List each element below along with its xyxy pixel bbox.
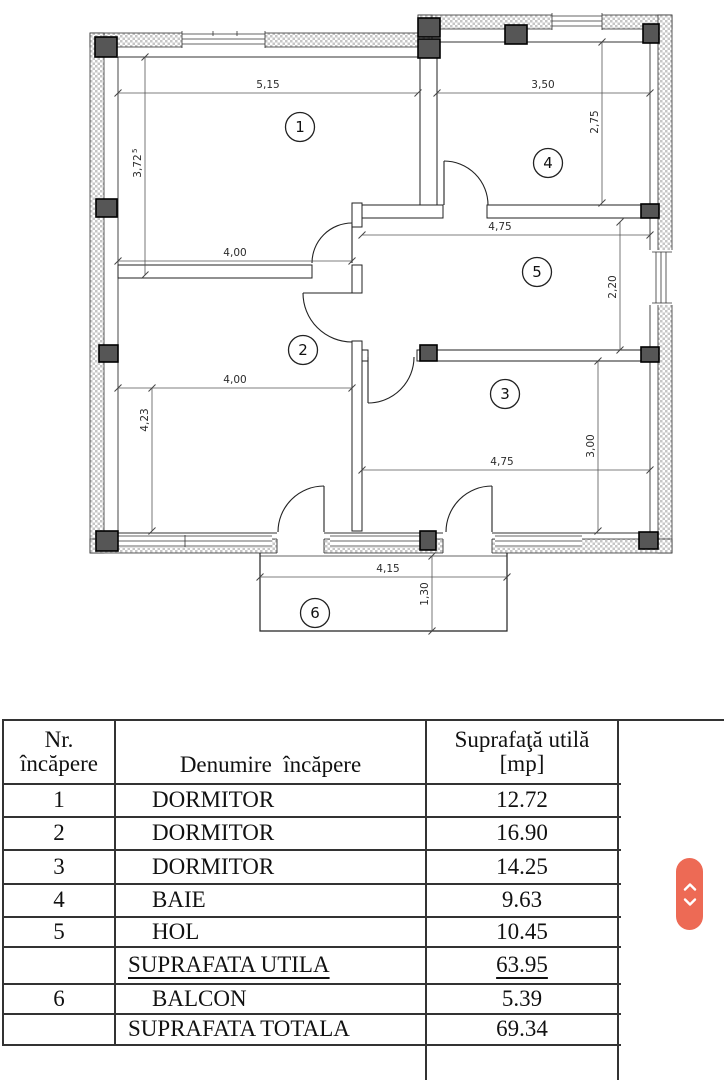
room-label-6: 6 <box>299 597 331 629</box>
table-column-line <box>617 1046 619 1080</box>
window-right-wall <box>652 250 673 305</box>
room-area: 10.45 <box>427 918 619 946</box>
structural-columns <box>94 17 660 552</box>
dim-room3-height: 3,00 <box>585 434 597 457</box>
room-area: 63.95 <box>427 948 619 983</box>
room-name: SUPRAFATA TOTALA <box>116 1015 427 1044</box>
room-label-3: 3 <box>489 378 521 410</box>
room-name: DORMITOR <box>116 851 427 883</box>
room-nr: 5 <box>4 918 116 946</box>
dim-room3-width: 4,75 <box>490 456 513 468</box>
room-nr: 3 <box>4 851 116 883</box>
table-column-line <box>425 1046 427 1080</box>
room-area: 12.72 <box>427 785 619 816</box>
room-label-5: 5 <box>521 256 553 288</box>
dim-room2-height: 4,23 <box>139 408 151 431</box>
header-suprafata: Suprafaţă utilă [mp] <box>427 721 619 783</box>
room-area: 9.63 <box>427 885 619 916</box>
chevron-down-icon[interactable] <box>682 897 698 907</box>
room-nr: 6 <box>4 985 116 1013</box>
svg-text:2: 2 <box>298 341 308 359</box>
dimensions: 5,15 3,72 5 4,00 4,00 4,23 3,50 <box>114 38 654 635</box>
table-row-suprafata-totala: SUPRAFATA TOTALA 69.34 <box>4 1015 621 1046</box>
wall-face-lines <box>117 41 651 534</box>
dim-room1-inner: 4,00 <box>223 247 246 259</box>
table-row: 2 DORMITOR 16.90 <box>4 818 621 851</box>
room-name: BAIE <box>116 885 427 916</box>
window-top-right <box>551 13 603 30</box>
dim-room5-height: 2,20 <box>607 275 619 298</box>
svg-text:3: 3 <box>500 385 510 403</box>
floor-plan: 5,15 3,72 5 4,00 4,00 4,23 3,50 <box>89 13 673 635</box>
room-name: DORMITOR <box>116 785 427 816</box>
room-nr: 1 <box>4 785 116 816</box>
table-row: 4 BAIE 9.63 <box>4 885 621 918</box>
room-label-4: 4 <box>532 147 564 179</box>
door-room2 <box>302 292 353 343</box>
room-label-1: 1 <box>284 111 316 143</box>
chevron-up-icon[interactable] <box>682 882 698 892</box>
room-name: HOL <box>116 918 427 946</box>
door-room4 <box>443 160 489 206</box>
door-balcony-right <box>445 485 493 533</box>
svg-text:4: 4 <box>543 154 553 172</box>
header-nr-incapere: Nr. încăpere <box>4 721 116 783</box>
dim-room6-width: 4,15 <box>376 563 399 575</box>
door-balcony-left <box>277 485 325 533</box>
dim-room1-height-sup: 5 <box>131 149 139 153</box>
table-row: 6 BALCON 5.39 <box>4 985 621 1015</box>
room-label-2: 2 <box>287 334 319 366</box>
room-area: 16.90 <box>427 818 619 849</box>
room-name: SUPRAFATA UTILA <box>116 948 427 983</box>
table-row: 3 DORMITOR 14.25 <box>4 851 621 885</box>
outer-walls <box>89 14 673 554</box>
room-area: 14.25 <box>427 851 619 883</box>
dim-room1-height: 3,72 <box>132 154 144 177</box>
room-nr <box>4 1015 116 1044</box>
room-nr: 2 <box>4 818 116 849</box>
balcony-outline <box>259 553 508 632</box>
table-header-row: Nr. încăpere Denumire încăpere Suprafaţă… <box>4 721 621 785</box>
dim-room5-width: 4,75 <box>488 221 511 233</box>
dim-room6-height: 1,30 <box>419 582 431 605</box>
interior-walls <box>117 41 651 532</box>
svg-text:5: 5 <box>532 263 542 281</box>
doors <box>277 160 493 533</box>
table-row: 1 DORMITOR 12.72 <box>4 785 621 818</box>
balcony-door-openings <box>276 538 493 554</box>
room-area: 69.34 <box>427 1015 619 1044</box>
svg-text:1: 1 <box>295 118 305 136</box>
table-row-suprafata-utila: SUPRAFATA UTILA 63.95 <box>4 948 621 985</box>
header-denumire: Denumire încăpere <box>116 721 427 783</box>
room-area-table: Nr. încăpere Denumire încăpere Suprafaţă… <box>2 721 621 1046</box>
room-name: BALCON <box>116 985 427 1013</box>
dim-room4-height: 2,75 <box>589 110 601 133</box>
dim-room2-width: 4,00 <box>223 374 246 386</box>
scroll-widget[interactable] <box>676 858 703 930</box>
window-top-left <box>181 31 266 48</box>
room-nr: 4 <box>4 885 116 916</box>
room-labels: 1 2 3 4 5 6 <box>284 111 564 629</box>
table-row: 5 HOL 10.45 <box>4 918 621 948</box>
windows-bottom-wall <box>118 535 582 547</box>
room-name: DORMITOR <box>116 818 427 849</box>
table-top-border <box>2 719 724 721</box>
door-room3 <box>367 356 415 404</box>
room-area: 5.39 <box>427 985 619 1013</box>
room-nr <box>4 948 116 983</box>
dim-room1-width: 5,15 <box>256 79 279 91</box>
svg-text:6: 6 <box>310 604 320 622</box>
dim-room4-width: 3,50 <box>531 79 554 91</box>
door-room1 <box>311 222 353 264</box>
